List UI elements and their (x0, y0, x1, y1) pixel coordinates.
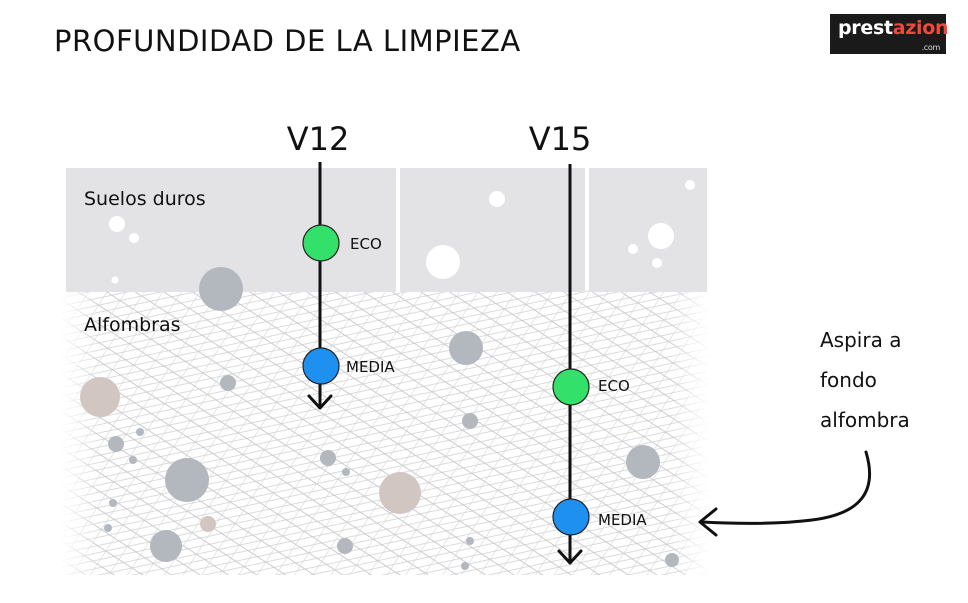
v12-eco-marker (302, 224, 340, 262)
model-v12: V12 ECO MEDIA (287, 120, 395, 410)
floor-dust (109, 180, 695, 284)
logo-domain: .com (921, 43, 941, 52)
annotation-arrow (700, 450, 872, 525)
annotation-arrow-head (698, 507, 718, 537)
floor-tile (400, 168, 585, 292)
annotation-line-3: alfombra (820, 408, 910, 432)
hard-floor-zone (66, 168, 707, 292)
v15-media-marker (552, 498, 590, 536)
brand-logo: prestazion .com (830, 14, 949, 54)
hard-floor-label: Suelos duros (84, 188, 206, 210)
carpet-dust (80, 267, 679, 570)
carpet-zone (60, 290, 710, 575)
v15-media-label: MEDIA (598, 511, 647, 529)
page-title: PROFUNDIDAD DE LA LIMPIEZA (54, 24, 521, 58)
logo-text-a: prest (838, 17, 893, 39)
v12-arrow-head (307, 394, 333, 410)
v12-media-label: MEDIA (346, 358, 395, 376)
model-v15-title: V15 (529, 120, 592, 158)
model-v15: V15 ECO MEDIA (529, 120, 647, 565)
v12-media-marker (302, 347, 340, 385)
annotation-line-2: fondo (820, 368, 877, 392)
annotation-line-1: Aspira a (820, 328, 901, 352)
model-v12-title: V12 (287, 120, 350, 158)
v15-arrow-head (557, 549, 583, 565)
v12-eco-label: ECO (350, 235, 382, 253)
carpet-label: Alfombras (84, 314, 181, 336)
v15-eco-marker (552, 368, 590, 406)
logo-text-b: azion (892, 17, 949, 39)
v15-eco-label: ECO (598, 377, 630, 395)
annotation: Aspira a fondo alfombra (698, 328, 910, 537)
